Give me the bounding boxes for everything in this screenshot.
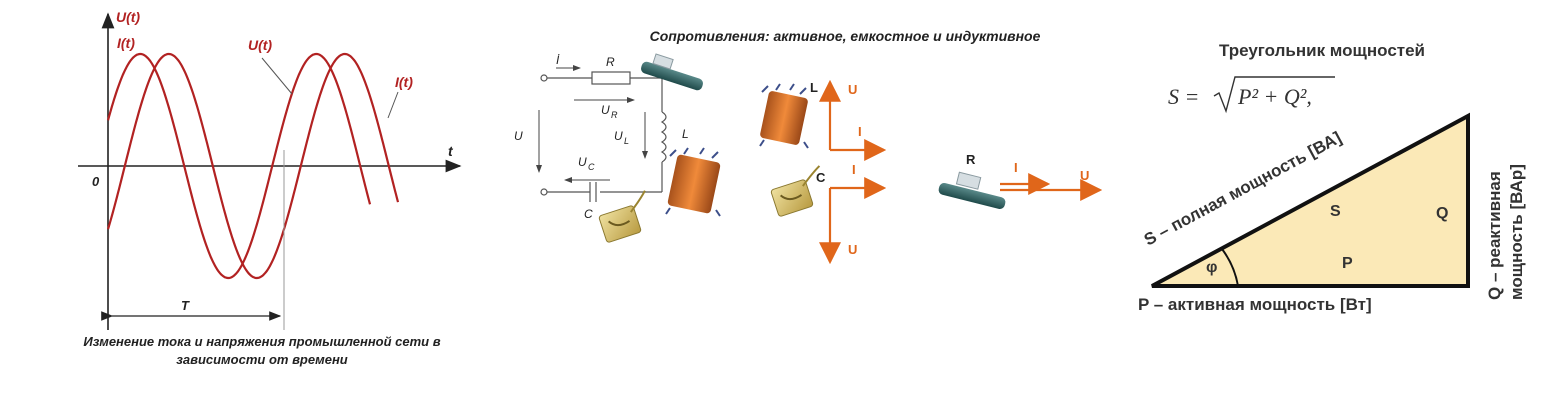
vertical-label-line1: Q – реактивная: [1485, 171, 1504, 300]
circuit-title: Сопротивления: активное, емкостное и инд…: [650, 28, 1041, 44]
inductor-picture-2: [759, 83, 809, 149]
resistor-group-label: R: [966, 152, 976, 167]
u-label-pointer: [261, 57, 293, 95]
circuit-c-symbol: C: [584, 207, 593, 221]
origin-label: 0: [92, 174, 100, 189]
inner-q-label: Q: [1436, 205, 1448, 222]
u-curve-label: U(t): [248, 37, 272, 53]
capacitor-picture-1: [598, 190, 646, 243]
current-curve: [106, 52, 400, 280]
formula-radicand: P² + Q²,: [1237, 84, 1312, 109]
inductor-picture-1: [665, 147, 721, 217]
formula-lhs: S =: [1168, 84, 1199, 109]
i-axis-label: I(t): [117, 35, 135, 51]
resistor-picture-2: [938, 171, 1006, 209]
capacitor-group-label: C: [816, 170, 826, 185]
resistor-symbol: [591, 71, 631, 85]
circuit-ur-sub: R: [611, 110, 618, 120]
phi-label: φ: [1206, 259, 1217, 276]
triangle-panel: Треугольник мощностей S = P² + Q², S – п…: [1138, 41, 1526, 314]
circuit-uc-symbol: U: [578, 155, 587, 169]
resistor-vector-group: R I U: [938, 152, 1103, 209]
inner-s-label: S: [1330, 203, 1341, 220]
circuit-panel: Сопротивления: активное, емкостное и инд…: [514, 28, 1103, 265]
circuit-uc-sub: C: [588, 162, 595, 172]
sine-caption-line1: Изменение тока и напряжения промышленной…: [83, 334, 440, 349]
circuit-wires: [540, 71, 667, 202]
circuit-i-symbol: İ: [556, 53, 560, 67]
inner-p-label: P: [1342, 255, 1353, 272]
resistor-picture: [641, 53, 703, 91]
circuit-l-symbol: L: [682, 127, 689, 141]
sine-panel: U(t) I(t) U(t) I(t) t 0 T Изменение тока…: [78, 9, 462, 367]
phi-angle-arc: [1221, 248, 1239, 287]
inductor-symbol: [660, 111, 667, 163]
power-triangle: [1151, 112, 1470, 288]
i-label-pointer: [387, 91, 399, 119]
voltage-curve: [106, 52, 372, 280]
circuit-r-symbol: R: [606, 55, 615, 69]
formula-radical-sign: [1213, 76, 1335, 114]
triangle-title: Треугольник мощностей: [1219, 41, 1425, 60]
capacitor-vector-group: C I U: [770, 162, 887, 265]
circuit-ul-symbol: U: [614, 129, 623, 143]
vertical-label-line2: мощность [ВАр]: [1507, 164, 1526, 300]
circuit-ul-sub: L: [624, 136, 629, 146]
circuit-ur-symbol: U: [601, 103, 610, 117]
inductor-up-label: U: [848, 82, 857, 97]
t-label: t: [448, 143, 454, 159]
base-label: P – активная мощность [Вт]: [1138, 295, 1372, 314]
capacitor-up-label: I: [852, 162, 856, 177]
capacitor-picture-2: [770, 165, 821, 217]
inductor-right-label: I: [858, 124, 862, 139]
period-label: T: [181, 298, 190, 313]
u-axis-label: U(t): [116, 9, 140, 25]
inductor-vector-group: L U I: [759, 79, 887, 161]
inductor-group-label: L: [810, 80, 818, 95]
circuit-u-symbol: U: [514, 129, 523, 143]
resistor-u-label: U: [1080, 168, 1089, 183]
capacitor-down-label: U: [848, 242, 857, 257]
sine-caption-line2: зависимости от времени: [176, 352, 348, 367]
voltage-arrows: [536, 65, 648, 183]
i-curve-label: I(t): [395, 74, 413, 90]
resistor-i-label: I: [1014, 160, 1018, 175]
